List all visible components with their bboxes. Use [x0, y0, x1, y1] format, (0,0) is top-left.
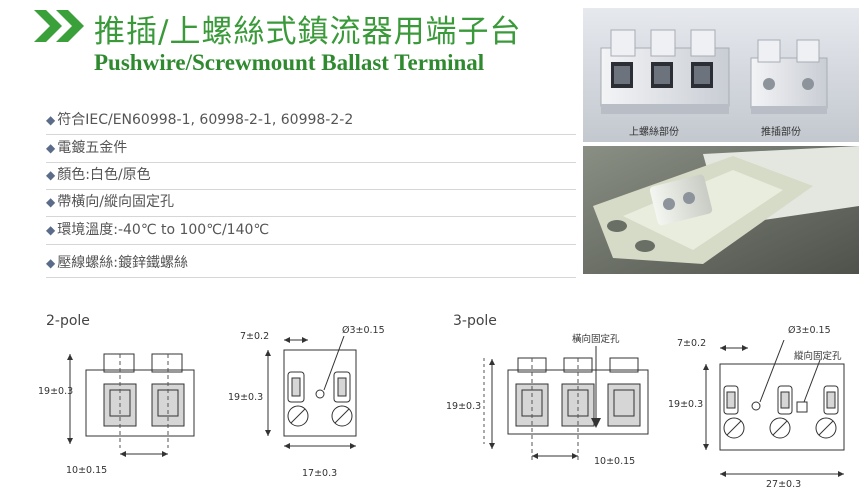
product-photo-terminals: 上螺絲部份 推插部份 [583, 8, 859, 142]
divider [46, 244, 576, 245]
divider [46, 189, 576, 190]
two-pole-height-value: 19±0.3 [38, 386, 74, 397]
three-pole-pitch-value: 10±0.15 [594, 456, 636, 467]
three-pole-height-value: 19±0.3 [446, 401, 482, 412]
diamond-bullet-icon: ◆ [46, 195, 56, 209]
title-chinese: 推插/上螺絲式鎮流器用端子台 [94, 14, 522, 50]
terminal-blocks-illustration [583, 8, 859, 142]
caption-screw-part: 上螺絲部份 [629, 127, 679, 138]
two-pole-pitch-value: 10±0.15 [66, 465, 108, 476]
diamond-bullet-icon: ◆ [46, 256, 56, 270]
feature-item: ◆符合IEC/EN60998-1, 60998-2-1, 60998-2-2 [46, 112, 354, 128]
two-pole-top-drawing [265, 336, 357, 449]
double-chevron-icon [34, 10, 84, 42]
feature-item: ◆電鍍五金件 [46, 140, 128, 156]
feature-item: ◆壓線螺絲:鍍鋅鐵螺絲 [46, 255, 188, 271]
two-pole-front-drawing [85, 353, 195, 448]
three-pole-front-drawing [483, 346, 649, 462]
two-pole-top-width-value: 7±0.2 [240, 331, 270, 342]
three-pole-vertical-hole-label: 縱向固定孔 [794, 351, 842, 362]
feature-item: ◆顏色:白色/原色 [46, 167, 151, 183]
two-pole-side-height-value: 19±0.3 [228, 392, 264, 403]
three-pole-total-width-value: 27±0.3 [766, 479, 802, 490]
two-pole-hole-value: Ø3±0.15 [342, 325, 385, 336]
three-pole-hole-value: Ø3±0.15 [788, 325, 831, 336]
divider [46, 216, 576, 217]
three-pole-side-height-value: 19±0.3 [668, 399, 704, 410]
three-pole-top-drawing [703, 340, 845, 477]
two-pole-total-width-value: 17±0.3 [302, 468, 338, 479]
three-pole-label: 3-pole [453, 313, 497, 329]
ballast-mount-illustration [583, 146, 859, 274]
title-english: Pushwire/Screwmount Ballast Terminal [94, 50, 485, 75]
diamond-bullet-icon: ◆ [46, 168, 56, 182]
divider [46, 277, 576, 278]
two-pole-pitch-dimension [120, 451, 168, 457]
three-pole-height-dimension [489, 359, 495, 449]
three-pole-top-width-value: 7±0.2 [677, 338, 707, 349]
two-pole-label: 2-pole [46, 313, 90, 329]
divider [46, 162, 576, 163]
divider [46, 134, 576, 135]
feature-item: ◆環境溫度:-40℃ to 100℃/140℃ [46, 222, 270, 238]
feature-item: ◆帶橫向/縱向固定孔 [46, 194, 174, 210]
diamond-bullet-icon: ◆ [46, 223, 56, 237]
diamond-bullet-icon: ◆ [46, 113, 56, 127]
three-pole-horizontal-hole-label: 橫向固定孔 [572, 334, 620, 345]
product-photo-ballast [583, 146, 859, 274]
diamond-bullet-icon: ◆ [46, 141, 56, 155]
two-pole-height-dimension [67, 354, 73, 444]
caption-push-part: 推插部份 [761, 127, 801, 138]
